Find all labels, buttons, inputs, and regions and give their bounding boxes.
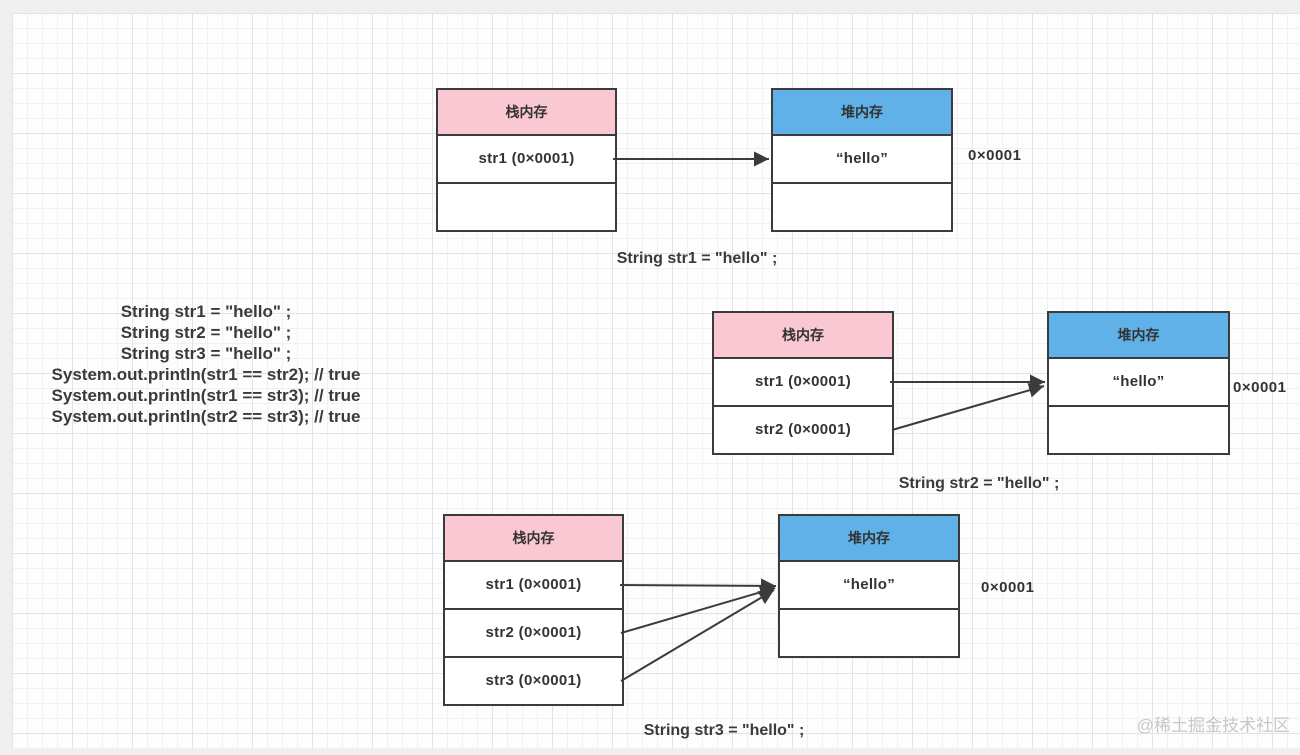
d1-heap-row-empty (773, 182, 951, 230)
d1-stack-row-empty (438, 182, 615, 230)
code-line: String str2 = "hello" ; (120, 323, 292, 342)
code-line: String str3 = "hello" ; (120, 344, 292, 363)
d2-heap-row-empty (1049, 405, 1228, 453)
d3-stack-memory-box: 栈内存 str1 (0×0001) str2 (0×0001) str3 (0×… (443, 514, 624, 706)
d1-stack-header: 栈内存 (438, 90, 615, 136)
d2-stack-header: 栈内存 (714, 313, 892, 359)
code-block: String str1 = "hello" ; String str2 = "h… (20, 301, 392, 427)
d3-stack-row-str2: str2 (0×0001) (445, 608, 622, 656)
d3-heap-header: 堆内存 (780, 516, 958, 562)
code-line: System.out.println(str1 == str3); // tru… (51, 386, 361, 405)
d1-caption: String str1 = "hello" ; (616, 250, 778, 267)
d1-address-label: 0×0001 (968, 147, 1022, 164)
juejin-watermark: @稀土掘金技术社区 (1136, 716, 1290, 735)
d3-stack-header: 栈内存 (445, 516, 622, 562)
d3-heap-memory-box: 堆内存 “hello” (778, 514, 960, 658)
d3-heap-row-empty (780, 608, 958, 656)
d1-stack-row-str1: str1 (0×0001) (438, 136, 615, 182)
code-line: System.out.println(str1 == str2); // tru… (51, 365, 361, 384)
code-line: String str1 = "hello" ; (120, 302, 292, 321)
d3-caption: String str3 = "hello" ; (643, 722, 805, 739)
d2-heap-header: 堆内存 (1049, 313, 1228, 359)
d2-stack-row-str2: str2 (0×0001) (714, 405, 892, 453)
code-line: System.out.println(str2 == str3); // tru… (51, 407, 361, 426)
d2-stack-memory-box: 栈内存 str1 (0×0001) str2 (0×0001) (712, 311, 894, 455)
d2-caption: String str2 = "hello" ; (898, 475, 1060, 492)
d1-heap-row-hello: “hello” (773, 136, 951, 182)
d3-stack-row-str3: str3 (0×0001) (445, 656, 622, 704)
d3-stack-row-str1: str1 (0×0001) (445, 562, 622, 608)
d2-stack-row-str1: str1 (0×0001) (714, 359, 892, 405)
d1-heap-memory-box: 堆内存 “hello” (771, 88, 953, 232)
d3-heap-row-hello: “hello” (780, 562, 958, 608)
d2-heap-row-hello: “hello” (1049, 359, 1228, 405)
d3-address-label: 0×0001 (981, 579, 1035, 596)
d1-heap-header: 堆内存 (773, 90, 951, 136)
d2-address-label: 0×0001 (1233, 379, 1287, 396)
d2-heap-memory-box: 堆内存 “hello” (1047, 311, 1230, 455)
d1-stack-memory-box: 栈内存 str1 (0×0001) (436, 88, 617, 232)
